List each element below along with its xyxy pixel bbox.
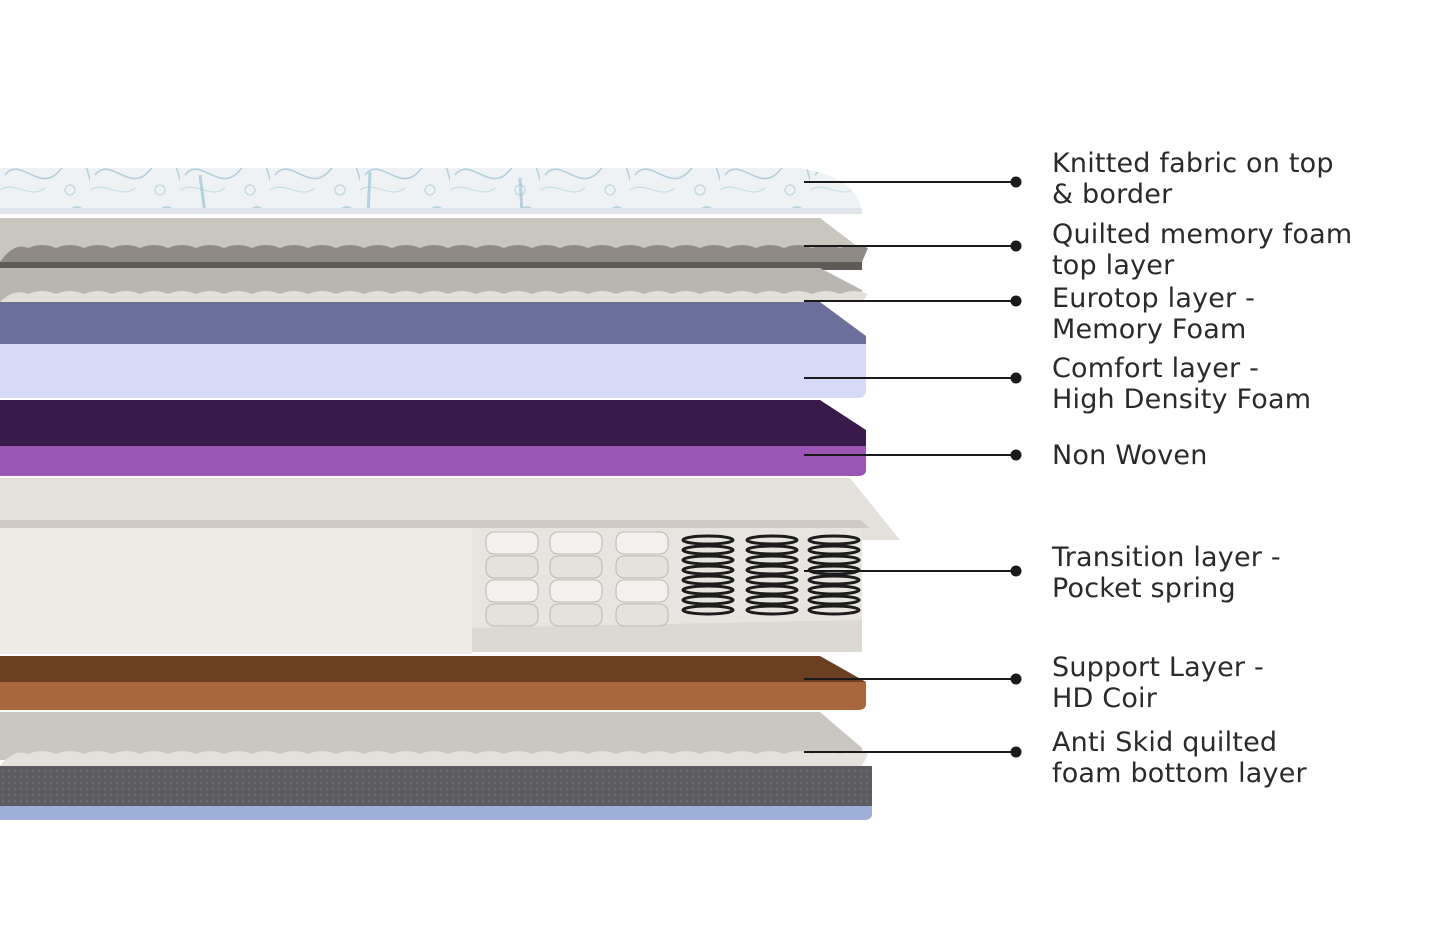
layer-label-line: Eurotop layer - [1052, 283, 1256, 314]
layer-label-line: Support Layer - [1052, 652, 1264, 683]
layer-label-line: High Density Foam [1052, 384, 1312, 415]
layer-label-knitted-fabric: Knitted fabric on top& border [1052, 148, 1334, 210]
layer-label-line: Non Woven [1052, 440, 1208, 471]
layer-label-line: & border [1052, 179, 1173, 210]
leader-dot-comfort [1010, 372, 1022, 384]
layer-label-comfort: Comfort layer -High Density Foam [1052, 353, 1311, 415]
pocket-spring-wrapped [485, 531, 539, 627]
layer-label-non-woven: Non Woven [1052, 440, 1208, 471]
layer-label-line: top layer [1052, 250, 1175, 281]
layer-eurotop [0, 268, 868, 302]
layer-label-line: foam bottom layer [1052, 758, 1307, 789]
layer-label-line: Transition layer - [1052, 542, 1281, 573]
layer-label-line: Pocket spring [1052, 573, 1236, 604]
leader-lines [804, 176, 1022, 758]
leader-dot-transition [1010, 565, 1022, 577]
layer-support-coir [0, 656, 866, 710]
layer-comfort [0, 302, 866, 398]
layer-label-line: HD Coir [1052, 683, 1158, 714]
pocket-spring-coil [807, 534, 861, 616]
layer-label-line: Quilted memory foam [1052, 219, 1353, 250]
pocket-spring-wrapped [549, 531, 603, 627]
pocket-spring-coil [745, 534, 799, 616]
leader-dot-eurotop [1010, 295, 1022, 307]
layer-non-woven [0, 400, 866, 476]
layer-quilted-memory-foam [0, 218, 868, 270]
leader-dot-quilted-memory-foam [1010, 240, 1022, 252]
layer-label-line: Knitted fabric on top [1052, 148, 1334, 179]
layer-label-eurotop: Eurotop layer -Memory Foam [1052, 283, 1255, 345]
layer-knitted-fabric [0, 168, 862, 215]
leader-dot-non-woven [1010, 449, 1022, 461]
layer-label-line: Comfort layer - [1052, 353, 1260, 384]
leader-dot-anti-skid [1010, 746, 1022, 758]
leader-dot-support [1010, 673, 1022, 685]
layer-label-line: Memory Foam [1052, 314, 1247, 345]
layer-label-support: Support Layer -HD Coir [1052, 652, 1264, 714]
layer-anti-skid [0, 712, 872, 820]
pocket-spring-coil [681, 534, 735, 616]
layer-label-transition: Transition layer -Pocket spring [1052, 542, 1281, 604]
pocket-spring-wrapped [615, 531, 669, 627]
layer-transition-pocket-spring [0, 478, 900, 654]
layer-label-line: Anti Skid quilted [1052, 727, 1278, 758]
leader-dot-knitted-fabric [1010, 176, 1022, 188]
